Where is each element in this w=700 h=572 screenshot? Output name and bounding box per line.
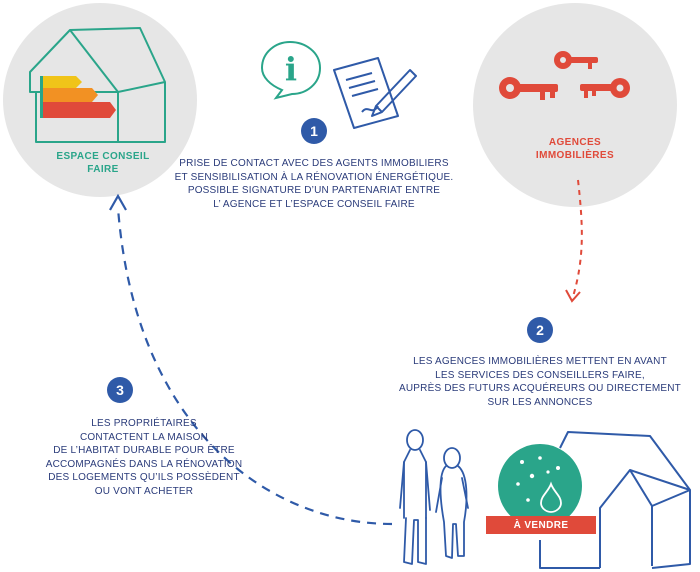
- green-badge: [498, 444, 582, 528]
- agences-circle: [473, 3, 677, 207]
- step-1-badge: 1: [301, 118, 327, 144]
- step-1-line: ET SENSIBILISATION À LA RÉNOVATION ÉNERG…: [174, 171, 454, 183]
- step-2-text: LES AGENCES IMMOBILIÈRES METTENT EN AVAN…: [392, 355, 688, 409]
- energy-label-bars-icon: [40, 76, 116, 118]
- raindrop-icon: [540, 481, 562, 513]
- arrow-owners-to-espace: [116, 207, 393, 526]
- arrow-agences-to-step2: [571, 179, 583, 301]
- step-3-text: LES PROPRIÉTAIRES CONTACTENT LA MAISON D…: [40, 417, 248, 498]
- step-3-badge: 3: [107, 377, 133, 403]
- step-3-line: LES PROPRIÉTAIRES: [91, 418, 197, 429]
- step-2-line: AUPRÈS DES FUTURS ACQUÉREURS OU DIRECTEM…: [399, 383, 681, 394]
- step-2-line: LES SERVICES DES CONSEILLERS FAIRE,: [435, 369, 645, 381]
- espace-label-line2: FAIRE: [87, 164, 119, 175]
- step-2-badge: 2: [527, 317, 553, 343]
- signed-document-icon: [333, 57, 417, 129]
- step-3-line: OU VONT ACHETER: [94, 485, 194, 497]
- step-3-line: DE L’HABITAT DURABLE POUR ÊTRE: [53, 445, 235, 456]
- espace-label-line1: ESPACE CONSEIL: [56, 151, 150, 162]
- info-bubble-icon: i: [260, 40, 322, 100]
- step-3-line: ACCOMPAGNÉS DANS LA RÉNOVATION: [45, 458, 243, 470]
- step-2-line: LES AGENCES IMMOBILIÈRES METTENT EN AVAN…: [413, 356, 667, 367]
- arrow-head-blue: [109, 193, 127, 211]
- step-1-line: PRISE DE CONTACT AVEC DES AGENTS IMMOBIL…: [179, 158, 449, 169]
- agences-label-line2: IMMOBILIÈRES: [535, 150, 615, 161]
- step-1-text: PRISE DE CONTACT AVEC DES AGENTS IMMOBIL…: [166, 157, 462, 211]
- step-3-line: DES LOGEMENTS QU’ILS POSSÈDENT: [48, 472, 240, 483]
- owners-couple-icon: [399, 429, 469, 565]
- sparkles-icon: [516, 456, 560, 502]
- espace-conseil-label: ESPACE CONSEIL FAIRE: [28, 150, 178, 176]
- step-1-line: L’ AGENCE ET L’ESPACE CONSEIL FAIRE: [213, 198, 415, 210]
- for-sale-sign: À VENDRE: [486, 516, 596, 534]
- agences-label: AGENCES IMMOBILIÈRES: [500, 136, 650, 162]
- agences-label-line1: AGENCES: [548, 137, 602, 148]
- espace-conseil-circle: [3, 3, 197, 197]
- house-for-sale-icon: [539, 431, 691, 569]
- step-1-line: POSSIBLE SIGNATURE D’UN PARTENARIAT ENTR…: [187, 185, 441, 196]
- svg-text:i: i: [285, 50, 297, 88]
- arrow-head-red: [565, 289, 581, 303]
- step-2-line: SUR LES ANNONCES: [487, 396, 593, 408]
- step-3-line: CONTACTENT LA MAISON: [79, 431, 209, 443]
